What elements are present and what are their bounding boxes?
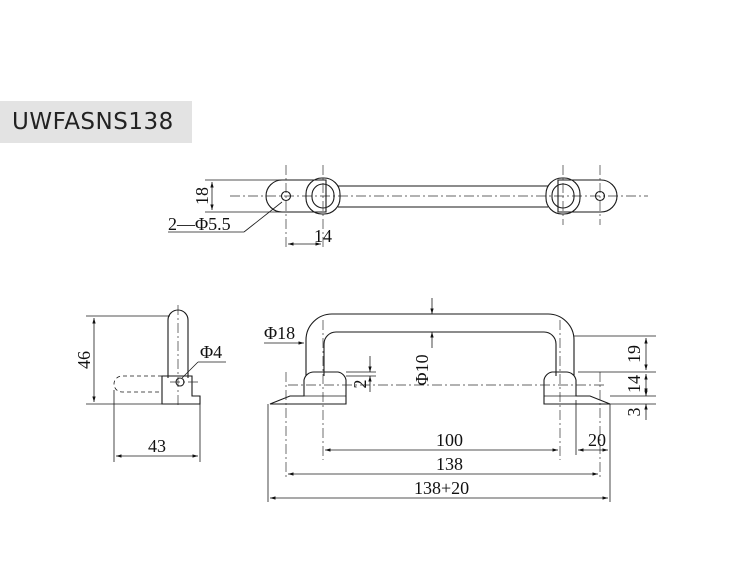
dim-overall: 138+20 [414, 478, 469, 498]
dim-rod-dia: Φ18 [264, 323, 295, 343]
front-view: Φ18 Φ10 2 19 14 3 100 20 138 138+20 [264, 298, 656, 502]
dim-side-hole: Φ4 [200, 342, 222, 362]
dim-top-offset: 14 [314, 226, 332, 246]
dim-h3: 3 [624, 408, 644, 417]
dim-side-height: 46 [74, 351, 94, 369]
dim-h14: 14 [624, 375, 644, 393]
top-view: 18 2—Φ5.5 14 [168, 165, 648, 250]
side-view: Φ4 46 43 [74, 305, 226, 462]
model-label: UWFASNS138 [0, 101, 192, 143]
dim-top-height: 18 [192, 187, 212, 205]
dim-center: 138 [436, 454, 463, 474]
dim-gap: 2 [350, 380, 370, 389]
dim-hole-spec: 2—Φ5.5 [168, 214, 231, 234]
dim-h19: 19 [624, 345, 644, 363]
dim-flange: 20 [588, 430, 606, 450]
dim-side-depth: 43 [148, 436, 166, 456]
dim-inner: 100 [436, 430, 463, 450]
dim-bar-dia: Φ10 [412, 354, 432, 385]
